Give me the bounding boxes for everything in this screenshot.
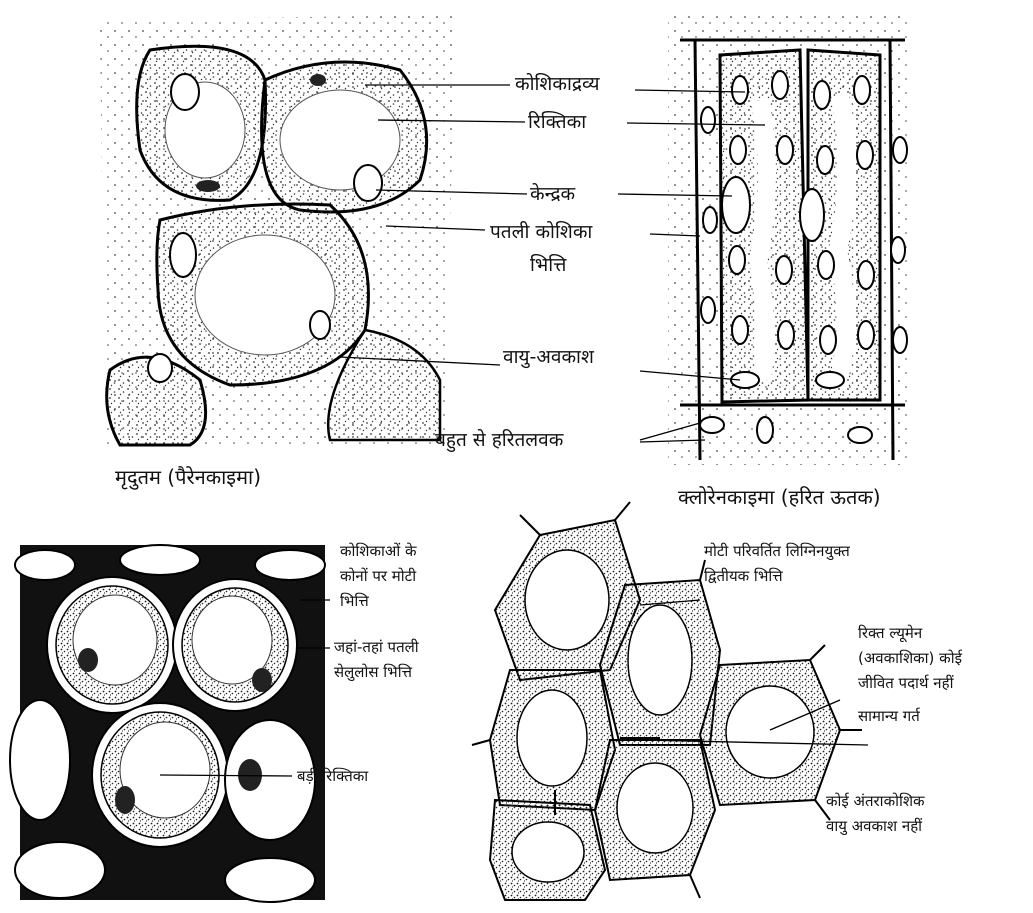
chlorenchyma-diagram [618, 15, 908, 465]
label-large-vacuole: बड़ी रिक्तिका [297, 765, 368, 787]
sclerenchyma-lumen [512, 822, 584, 882]
caption-chlorenchyma: क्लोरेनकाइमा (हरित ऊतक) [678, 485, 881, 509]
label-vacuole: रिक्तिका [528, 110, 586, 134]
collenchyma-nucleus [78, 648, 98, 672]
parenchyma-nucleus [148, 354, 172, 382]
parenchyma-nucleus [170, 233, 196, 277]
label-thin-cellulose-1: जहां-तहां पतली [334, 636, 419, 658]
label-no-air-1: कोई अंतराकोशिक [826, 790, 925, 812]
label-thin-wall-2: भित्ति [530, 253, 566, 277]
chlorenchyma-vacuole [838, 95, 847, 375]
label-secondary-wall-1: मोटी परिवर्तित लिग्निनयुक्त [704, 540, 850, 562]
chlorenchyma-nucleus [800, 189, 824, 241]
label-air-space: वायु-अवकाश [503, 345, 594, 369]
label-cytoplasm: कोशिकाद्रव्य [515, 72, 599, 96]
label-lumen-3: जीवित पदार्थ नहीं [858, 672, 953, 694]
label-thick-corners-3: भित्ति [340, 590, 369, 612]
parenchyma-nucleus [354, 165, 382, 201]
collenchyma-cell [10, 700, 70, 820]
chlorenchyma-vacuole [758, 100, 767, 380]
parenchyma-nucleus [310, 311, 330, 339]
sclerenchyma-lumen [517, 690, 587, 786]
collenchyma-nucleus [115, 786, 135, 814]
collenchyma-cell [225, 858, 315, 902]
label-secondary-wall-2: द्वितीयक भित्ति [704, 565, 783, 587]
collenchyma-cell [15, 550, 75, 580]
sclerenchyma-lumen [525, 550, 609, 650]
parenchyma-vacuole [280, 90, 400, 190]
label-thick-corners-2: कोनों पर मोटी [340, 565, 416, 587]
parenchyma-diagram [100, 15, 527, 450]
chlorenchyma-nucleus [722, 177, 750, 233]
collenchyma-cell [15, 842, 105, 898]
parenchyma-nucleus [196, 180, 220, 192]
collenchyma-cell [255, 550, 325, 580]
collenchyma-cell [120, 545, 200, 575]
sclerenchyma-lumen [726, 686, 814, 778]
label-thin-wall-1: पतली कोशिका [490, 220, 592, 244]
parenchyma-nucleus [171, 74, 199, 110]
collenchyma-diagram [10, 545, 330, 902]
label-nucleus: केन्द्रक [530, 182, 575, 206]
sclerenchyma-lumen [628, 605, 692, 715]
label-thin-cellulose-2: सेलुलोस भित्ति [334, 661, 412, 683]
label-no-air-2: वायु अवकाश नहीं [826, 815, 922, 837]
label-chloroplasts: बहुत से हरितलवक [435, 428, 563, 452]
label-lumen-1: रिक्त ल्यूमेन [858, 622, 922, 644]
label-pit: सामान्य गर्त [858, 705, 920, 727]
collenchyma-nucleus [252, 668, 272, 692]
caption-parenchyma: मृदुतम (पैरेनकाइमा) [115, 465, 261, 489]
sclerenchyma-lumen [617, 763, 693, 853]
label-lumen-2: (अवकाशिका) कोई [858, 647, 962, 669]
parenchyma-nucleus [310, 74, 326, 86]
label-thick-corners-1: कोशिकाओं के [340, 540, 417, 562]
